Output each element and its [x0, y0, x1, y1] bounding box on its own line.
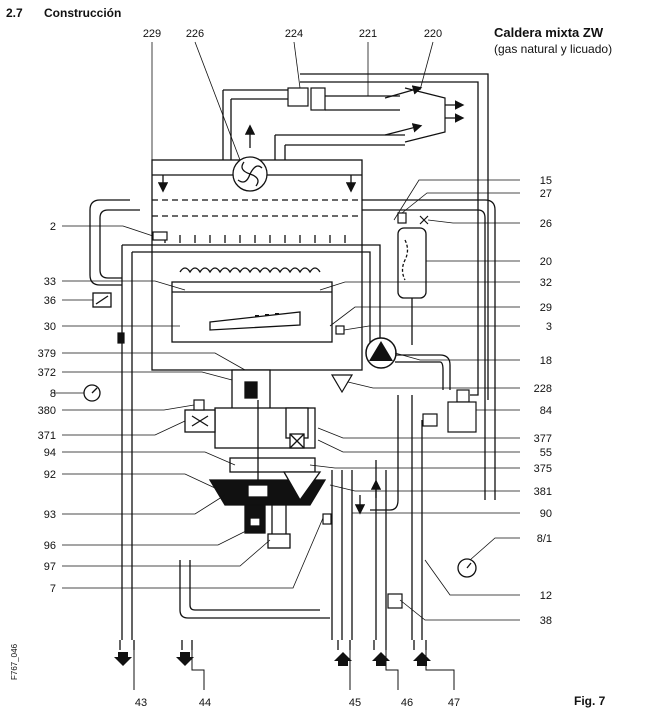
label-right-16: 12	[540, 590, 552, 602]
label-top-0: 229	[143, 28, 161, 40]
label-left-10: 92	[44, 469, 56, 481]
label-left-7: 380	[38, 405, 56, 417]
label-right-3: 20	[540, 256, 552, 268]
label-bottom-2: 45	[349, 697, 361, 709]
label-left-1: 33	[44, 276, 56, 288]
model-subtitle: (gas natural y licuado)	[494, 42, 613, 56]
label-top-3: 221	[359, 28, 377, 40]
leader-right-15	[469, 537, 520, 561]
label-left-0: 2	[50, 221, 56, 233]
label-left-13: 97	[44, 561, 56, 573]
label-left-4: 379	[38, 348, 56, 360]
model-title: Caldera mixta ZW	[494, 25, 604, 40]
leader-right-6	[343, 325, 520, 331]
label-right-6: 3	[546, 321, 552, 333]
label-right-12: 375	[534, 463, 552, 475]
leader-left-1	[62, 280, 186, 291]
flue-outlet	[325, 85, 465, 143]
leader-top-1	[194, 41, 241, 161]
flow-arrows	[354, 479, 382, 515]
label-right-13: 381	[534, 486, 552, 498]
label-right-4: 32	[540, 277, 552, 289]
drain-arrow-icon	[114, 652, 194, 666]
leader-right-7	[394, 352, 520, 361]
leader-left-10	[62, 473, 216, 489]
label-bottom-0: 43	[135, 697, 147, 709]
label-left-12: 96	[44, 540, 56, 552]
leader-right-5	[329, 306, 520, 327]
leader-right-16	[424, 559, 520, 596]
label-top-2: 224	[285, 28, 303, 40]
label-bottom-4: 47	[448, 697, 460, 709]
label-left-14: 7	[50, 583, 56, 595]
leader-right-1	[401, 192, 520, 214]
leader-right-13	[329, 484, 520, 492]
label-left-9: 94	[44, 447, 56, 459]
bottom-leaders	[133, 650, 455, 690]
valves-sensors	[117, 212, 477, 609]
leader-left-8	[62, 420, 186, 436]
leader-left-0	[62, 225, 154, 237]
leader-left-5	[62, 371, 233, 381]
leader-right-4	[319, 281, 520, 291]
leader-left-13	[62, 539, 271, 567]
flue-duct	[222, 73, 489, 400]
expansion-vessel	[397, 227, 427, 345]
leader-left-12	[62, 529, 249, 546]
label-right-5: 29	[540, 302, 552, 314]
leader-right-0	[393, 179, 520, 221]
leader-top-4	[419, 41, 434, 91]
label-left-6: 8	[50, 388, 56, 400]
section-title: Construcción	[44, 6, 122, 20]
air-flue-separator	[287, 87, 326, 111]
pressure-gauge-icon	[83, 292, 477, 578]
gas-valve	[184, 369, 327, 549]
leader-top-2	[293, 41, 301, 89]
leader-left-9	[62, 451, 236, 466]
label-top-1: 226	[186, 28, 204, 40]
pump-icon	[365, 337, 397, 369]
label-top-4: 220	[424, 28, 442, 40]
label-left-5: 372	[38, 367, 56, 379]
label-right-7: 18	[540, 355, 552, 367]
leader-right-12	[309, 464, 520, 469]
label-left-11: 93	[44, 509, 56, 521]
label-bottom-1: 44	[199, 697, 211, 709]
leader-left-14	[62, 517, 324, 589]
label-right-9: 84	[540, 405, 552, 417]
leader-left-7	[62, 404, 195, 411]
leader-right-2	[427, 219, 520, 224]
label-right-10: 377	[534, 433, 552, 445]
heating-pipes	[89, 199, 496, 650]
leader-right-17	[399, 599, 520, 621]
label-right-14: 90	[540, 508, 552, 520]
leader-right-10	[317, 427, 520, 439]
label-right-0: 15	[540, 175, 552, 187]
leader-left-4	[62, 352, 246, 371]
label-left-8: 371	[38, 430, 56, 442]
label-right-11: 55	[540, 447, 552, 459]
combustion-chamber	[151, 159, 363, 371]
section-number: 2.7	[6, 6, 23, 20]
label-left-3: 30	[44, 321, 56, 333]
label-left-2: 36	[44, 295, 56, 307]
label-right-1: 27	[540, 188, 552, 200]
label-right-17: 38	[540, 615, 552, 627]
label-right-15: 8/1	[537, 533, 552, 545]
label-bottom-3: 46	[401, 697, 413, 709]
inlet-arrow-icon	[334, 652, 431, 666]
label-right-8: 228	[534, 383, 552, 395]
figure-label: Fig. 7	[574, 694, 606, 708]
leader-left-11	[62, 494, 226, 515]
leader-right-8	[347, 381, 520, 389]
leader-right-11	[317, 439, 520, 453]
label-right-2: 26	[540, 218, 552, 230]
fan-icon	[232, 124, 268, 192]
